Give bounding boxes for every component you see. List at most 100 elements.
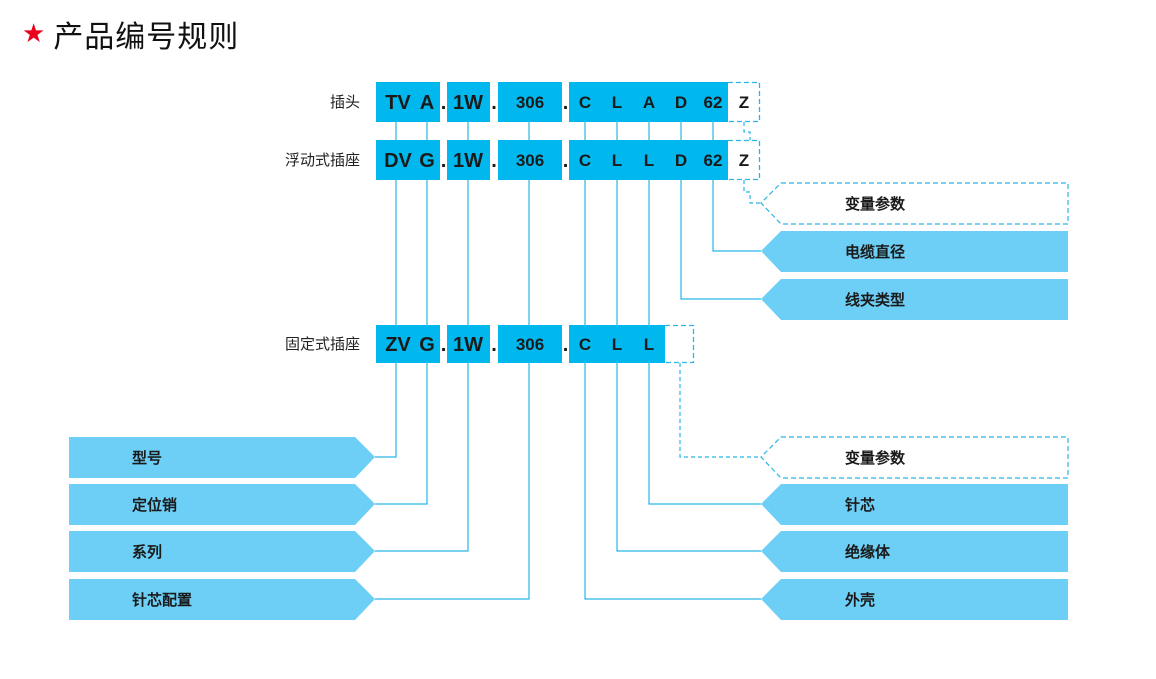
code-text: C <box>579 93 591 112</box>
connector-line <box>584 363 761 600</box>
right-tag: 线夹类型 <box>761 279 1068 320</box>
code-box-pin-config <box>498 325 562 363</box>
separator-dot: . <box>563 334 569 356</box>
left-tag: 系列 <box>69 531 375 572</box>
right-tag: 变量参数 <box>760 436 1069 479</box>
tag-label: 线夹类型 <box>845 291 905 309</box>
tag-label: 系列 <box>132 543 162 561</box>
code-box-type <box>376 82 440 122</box>
tag-shape <box>69 579 375 620</box>
tag-shape <box>69 531 375 572</box>
variable-param-box <box>728 81 761 123</box>
code-box-series <box>447 140 490 180</box>
code-text: ZV <box>385 334 411 356</box>
star-icon: ★ <box>22 19 46 49</box>
row-label: 浮动式插座 <box>285 151 360 169</box>
code-text: 1W <box>453 92 483 114</box>
tag-label: 针芯 <box>845 496 875 514</box>
connector-line <box>712 180 761 252</box>
connector-line <box>375 363 397 458</box>
right-tag: 外壳 <box>761 579 1068 620</box>
right-tag: 绝缘体 <box>761 531 1068 572</box>
connector-line <box>375 363 530 600</box>
code-text: 62 <box>704 151 723 170</box>
connector-line <box>375 363 469 552</box>
row-label: 插头 <box>330 93 360 111</box>
tag-label: 外壳 <box>844 591 875 609</box>
tag-shape <box>761 531 1068 572</box>
page-title-text: 产品编号规则 <box>53 20 240 55</box>
left-tag: 型号 <box>69 437 375 478</box>
code-text: L <box>644 335 654 354</box>
right-tag: 变量参数 <box>760 182 1069 225</box>
separator-dot: . <box>491 92 497 114</box>
connector-line-dashed <box>743 180 761 204</box>
tag-label: 变量参数 <box>845 195 906 213</box>
code-text: C <box>579 335 591 354</box>
tag-shape <box>761 279 1068 320</box>
code-text: 306 <box>516 151 544 170</box>
code-text: D <box>675 151 687 170</box>
code-text: TV <box>385 92 411 114</box>
tag-shape <box>69 484 375 525</box>
tag-label: 定位销 <box>132 496 177 514</box>
separator-dot: . <box>441 334 447 356</box>
connector-line <box>648 363 761 505</box>
separator-dot: . <box>441 150 447 172</box>
tag-label: 型号 <box>132 449 162 467</box>
page-title: ★ 产品编号规则 <box>22 14 240 55</box>
variable-param-box <box>728 139 761 181</box>
connector-line-dashed <box>679 363 761 458</box>
code-box-components <box>569 325 665 363</box>
tag-label: 针芯配置 <box>132 591 192 609</box>
code-text: G <box>419 334 435 356</box>
variable-param-box <box>665 324 695 364</box>
code-text: 306 <box>516 93 544 112</box>
tag-label: 绝缘体 <box>845 543 891 561</box>
connector-lines <box>375 122 761 600</box>
connector-line <box>616 363 761 552</box>
code-text: C <box>579 151 591 170</box>
code-text: Z <box>739 151 749 170</box>
right-tag: 电缆直径 <box>761 231 1068 272</box>
left-tag: 定位销 <box>69 484 375 525</box>
code-text: 1W <box>453 150 483 172</box>
tag-shape <box>761 579 1068 620</box>
right-tag: 针芯 <box>761 484 1068 525</box>
code-text: 62 <box>704 93 723 112</box>
code-text: D <box>675 93 687 112</box>
code-box-components <box>569 82 728 122</box>
code-box-type <box>376 140 440 180</box>
separator-dot: . <box>491 150 497 172</box>
connector-line-dashed <box>743 122 751 140</box>
code-text: Z <box>739 93 749 112</box>
tag-shape-dashed <box>760 436 1069 479</box>
code-text: A <box>420 92 434 114</box>
code-text: L <box>612 335 622 354</box>
code-box-components <box>569 140 728 180</box>
left-tag: 针芯配置 <box>69 579 375 620</box>
tag-label: 变量参数 <box>845 449 906 467</box>
tag-label: 电缆直径 <box>845 243 905 261</box>
separator-dot: . <box>563 92 569 114</box>
code-text: L <box>644 151 654 170</box>
tag-shape-dashed <box>760 182 1069 225</box>
connector-line <box>680 180 761 300</box>
tag-shape <box>69 437 375 478</box>
connector-line <box>375 363 428 505</box>
separator-dot: . <box>563 150 569 172</box>
separator-dot: . <box>491 334 497 356</box>
separator-dot: . <box>441 92 447 114</box>
code-text: G <box>419 150 435 172</box>
code-text: 306 <box>516 335 544 354</box>
code-text: L <box>612 151 622 170</box>
code-text: L <box>612 93 622 112</box>
tag-shape <box>761 231 1068 272</box>
code-box-series <box>447 325 490 363</box>
